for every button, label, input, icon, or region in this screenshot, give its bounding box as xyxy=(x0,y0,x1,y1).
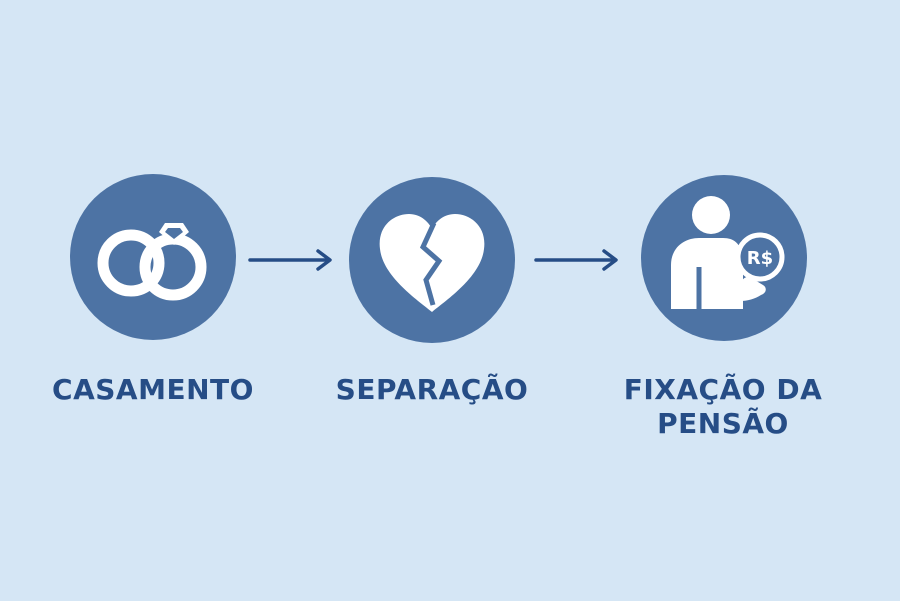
person-money-icon: R$ xyxy=(671,196,785,309)
step-3-circle: R$ xyxy=(641,175,807,341)
step-2-circle xyxy=(349,177,515,343)
step-2-label: SEPARAÇÃO xyxy=(335,373,529,406)
step-1-circle xyxy=(70,174,236,340)
step-3-label: FIXAÇÃO DA PENSÃO xyxy=(623,373,823,440)
arrow-right-icon xyxy=(248,249,332,271)
arrow-right-icon xyxy=(534,249,618,271)
money-badge-text: R$ xyxy=(747,248,773,269)
step-1-label: CASAMENTO xyxy=(52,373,254,406)
wedding-rings-icon xyxy=(97,223,207,301)
broken-heart-icon xyxy=(379,214,485,312)
